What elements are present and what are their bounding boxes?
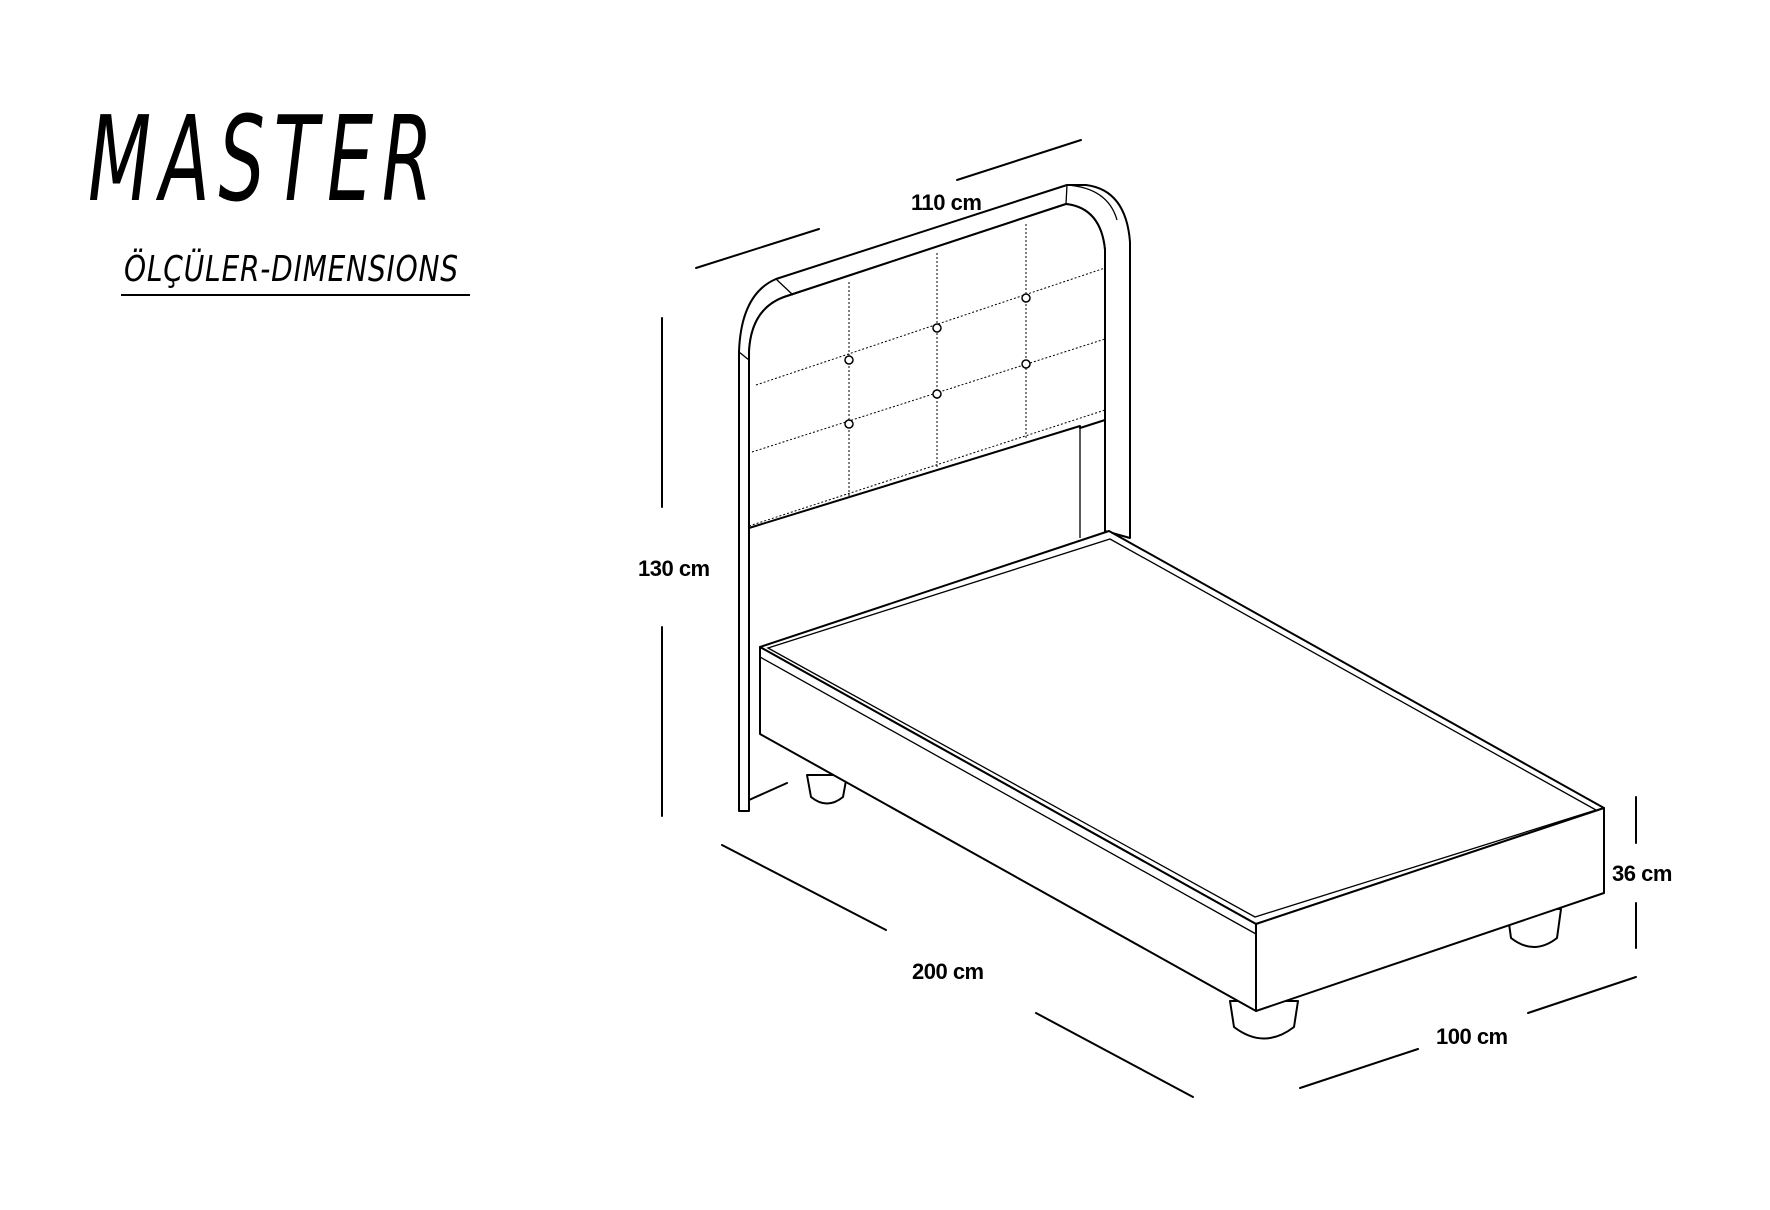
base-foot-end xyxy=(1255,807,1605,1012)
headboard-tufting xyxy=(748,203,1106,527)
width-dim-line-right xyxy=(956,139,1082,181)
seam-top xyxy=(775,203,1067,301)
base-under-shadow xyxy=(748,782,788,801)
seam-row-3 xyxy=(748,409,1106,527)
seam-row-2 xyxy=(751,338,1106,453)
depth-dim-line-left xyxy=(1299,1048,1419,1089)
dimensions-subtitle: ÖLÇÜLER-DIMENSIONS xyxy=(124,249,459,290)
base-height-label: 36 cm xyxy=(1612,861,1672,886)
foot-front-left xyxy=(1229,1000,1299,1040)
foot-back-left xyxy=(806,774,848,805)
length-dim-line-right xyxy=(1035,1012,1194,1098)
width-dim-line-left xyxy=(695,228,820,269)
depth-dim-line-right xyxy=(1527,976,1637,1014)
bed-base xyxy=(748,530,1605,1012)
length-label: 200 cm xyxy=(912,959,984,984)
length-dim-line-left xyxy=(721,844,887,931)
headboard-edge-corners xyxy=(775,184,1068,296)
width-label: 110 cm xyxy=(911,190,982,215)
headboard-panel xyxy=(748,203,1106,529)
headboard-edge-side xyxy=(738,351,750,361)
headboard-edge-top xyxy=(1066,184,1118,221)
bed-feet xyxy=(806,774,1562,1040)
tuft-buttons xyxy=(844,293,1031,429)
subtitle-underline xyxy=(121,294,470,296)
seam-row-1 xyxy=(755,267,1106,386)
base-side-edge xyxy=(759,656,1257,935)
height-label: 130 cm xyxy=(638,556,710,581)
dimension-lines xyxy=(661,139,1637,1098)
brand-title: MASTER xyxy=(88,90,442,228)
depth-label: 100 cm xyxy=(1436,1024,1508,1049)
